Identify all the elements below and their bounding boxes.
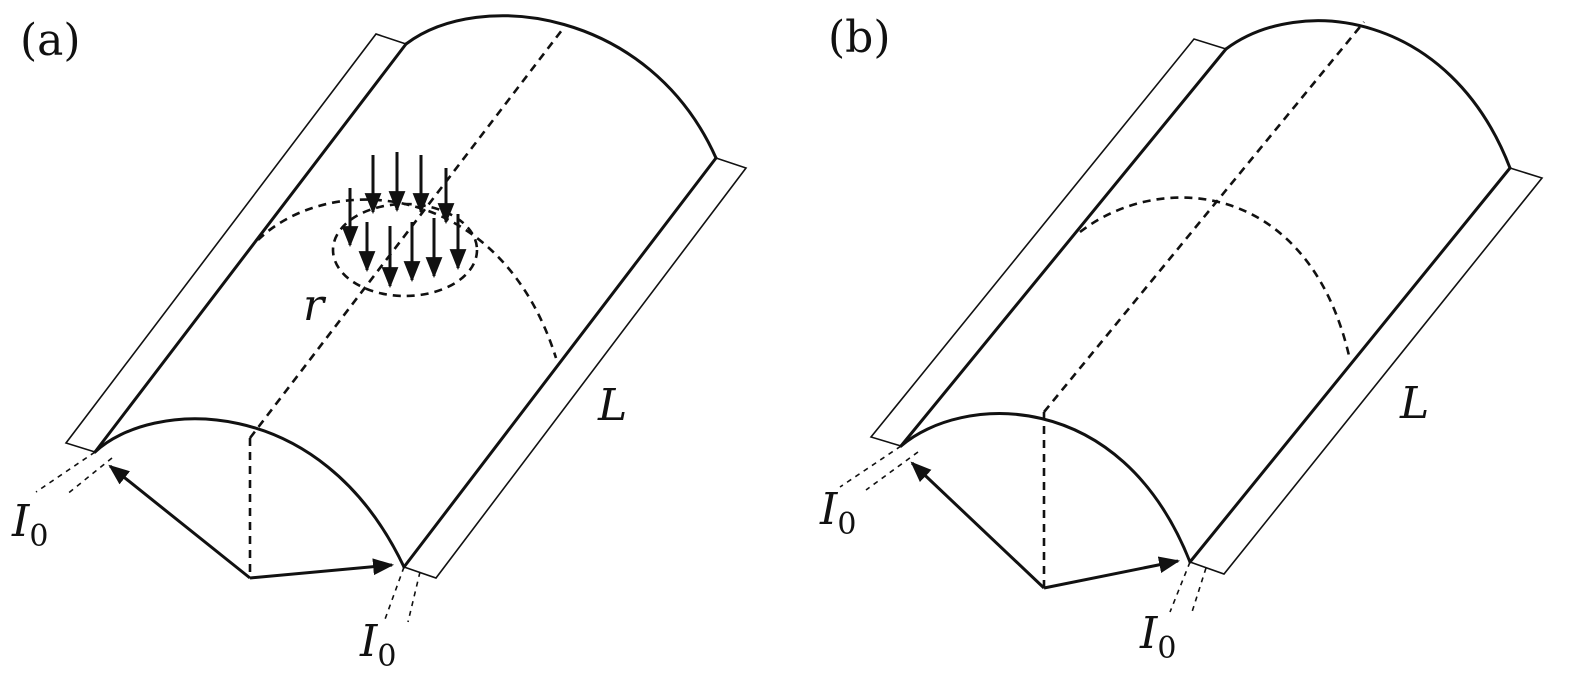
radius-vector-right xyxy=(249,558,395,580)
current-leads xyxy=(839,445,1207,613)
current-label-left: I0 xyxy=(819,484,856,542)
current-leads xyxy=(35,451,421,623)
panel-b-label: (b) xyxy=(828,12,891,63)
right-electrode-strip xyxy=(1189,167,1544,575)
back-arc xyxy=(1224,19,1512,170)
right-electrode-strip xyxy=(403,157,748,579)
current-label-left: I0 xyxy=(11,496,48,554)
field-arrows xyxy=(341,152,467,289)
length-label: L xyxy=(597,380,627,431)
front-arc xyxy=(899,412,1192,564)
top-line xyxy=(1042,21,1366,413)
current-label-bottom: I0 xyxy=(359,616,396,674)
cross-section-arc xyxy=(257,198,558,359)
radius-vector-left xyxy=(910,461,1046,590)
radius-label: r xyxy=(303,280,327,331)
left-cylinder-edge xyxy=(899,47,1228,448)
right-cylinder-edge xyxy=(402,156,718,569)
cross-section-arc xyxy=(1079,196,1352,361)
top-line xyxy=(248,29,564,439)
panel-b: (b) L I0 I0 xyxy=(819,12,1544,666)
panel-a-label: (a) xyxy=(20,15,81,66)
radius-vector-left xyxy=(108,464,251,580)
right-cylinder-edge xyxy=(1188,166,1512,564)
radius-vector-right xyxy=(1043,556,1181,590)
left-electrode-strip xyxy=(869,38,1227,447)
back-arc xyxy=(404,14,718,160)
panel-a: (a) r L I0 I0 xyxy=(11,14,748,674)
length-label: L xyxy=(1399,378,1429,429)
left-cylinder-edge xyxy=(93,42,408,454)
left-electrode-strip xyxy=(64,33,407,453)
current-label-bottom: I0 xyxy=(1139,608,1176,666)
force-region-ellipse xyxy=(331,202,479,298)
front-arc xyxy=(93,417,406,569)
